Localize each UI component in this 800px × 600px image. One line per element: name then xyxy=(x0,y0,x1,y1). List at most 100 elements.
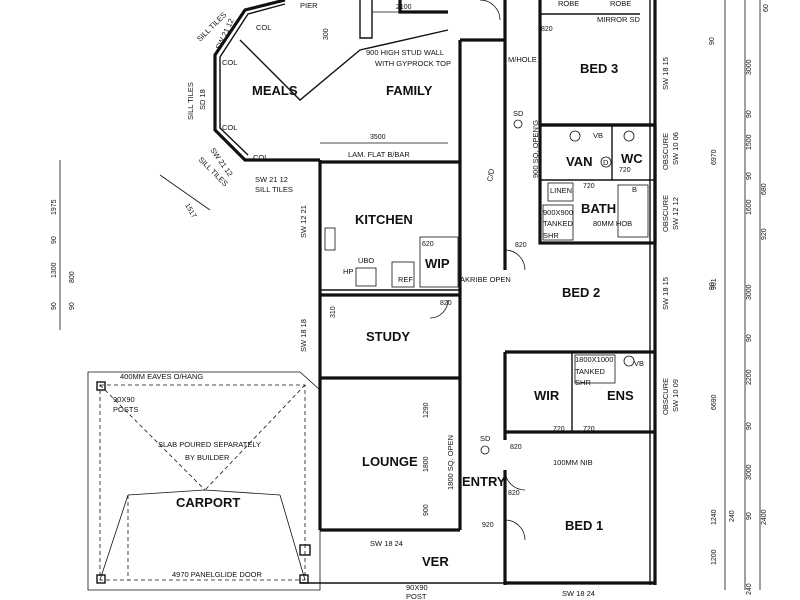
dim-right-920: 920 xyxy=(761,228,768,240)
note-eaves: 400MM EAVES O/HANG xyxy=(120,372,203,381)
note-smoke-1: SD xyxy=(513,109,524,118)
door-swing-2-icon xyxy=(504,469,526,491)
note-col-2: COL xyxy=(222,58,237,67)
dim-left-90-b: 90 xyxy=(51,302,58,310)
dim-720-c: 720 xyxy=(553,426,565,433)
window-obscure-2: OBSCURE xyxy=(661,195,670,232)
pier-block xyxy=(359,0,373,39)
window-sw-10-09: SW 10 09 xyxy=(671,379,680,412)
dim-820-a: 820 xyxy=(541,26,553,33)
window-sw-18-24-bed1: SW 18 24 xyxy=(562,589,595,598)
dim-left-90-c: 90 xyxy=(69,302,76,310)
dim-310: 310 xyxy=(330,306,337,318)
dim-right-3000-c: 3000 xyxy=(746,464,753,480)
dim-820-b: 820 xyxy=(515,242,527,249)
dim-720-b: 720 xyxy=(619,167,631,174)
dim-right-1600: 1600 xyxy=(746,199,753,215)
window-sw-18-24-front: SW 18 24 xyxy=(370,539,403,548)
dim-right-6970: 6970 xyxy=(711,149,718,165)
note-c-d: C/D xyxy=(485,167,496,182)
dim-right-90-e: 90 xyxy=(746,422,753,430)
note-col-3: COL xyxy=(222,123,237,132)
note-posts-2: POSTS xyxy=(113,405,138,414)
window-obscure-3: OBSCURE xyxy=(661,378,670,415)
shower-box xyxy=(542,204,574,241)
dim-right-680: 680 xyxy=(761,183,768,195)
note-lam-flat: LAM. FLAT B/BAR xyxy=(348,150,410,159)
dim-right-1240-a: 1240 xyxy=(711,509,718,525)
dim-right-90-d: 90 xyxy=(746,334,753,342)
note-vb-2: VB xyxy=(634,359,644,368)
note-pier: PIER xyxy=(300,1,318,10)
dim-2100: 2100 xyxy=(396,4,412,11)
room-family: FAMILY xyxy=(386,83,433,98)
dim-720-a: 720 xyxy=(583,183,595,190)
room-meals: MEALS xyxy=(252,83,298,98)
dim-right-90-g: 90 xyxy=(709,282,716,290)
basin-1-icon xyxy=(569,130,581,142)
dim-right-1200: 1200 xyxy=(711,549,718,565)
dimensions: 2100 300 3500 1517 620 820 820 820 820 8… xyxy=(51,4,770,595)
room-wc: WC xyxy=(621,151,643,166)
door-swing-5-icon xyxy=(504,519,526,541)
note-slab-1: SLAB POURED SEPARATELY xyxy=(158,440,261,449)
carport-hip-1 xyxy=(99,384,206,491)
note-stud-wall-1: 900 HIGH STUD WALL xyxy=(366,48,444,57)
note-vb-1: VB xyxy=(593,131,603,140)
meals-bay-inner xyxy=(219,3,286,156)
note-linen: LINEN xyxy=(550,186,572,195)
carport xyxy=(87,371,321,591)
room-bed2: BED 2 xyxy=(562,285,600,300)
note-tanked-3: SHR xyxy=(543,231,559,240)
note-open-sq: 900 SQ. OPEN'G xyxy=(531,120,540,178)
door-swing-1-icon xyxy=(504,249,526,271)
carport-roof-ridge xyxy=(127,489,281,496)
room-van: VAN xyxy=(566,154,592,169)
smoke-detector-1-icon xyxy=(513,119,523,129)
note-akribe-open: AKRIBE OPEN xyxy=(460,275,511,284)
note-panelglide: 4970 PANELGLIDE DOOR xyxy=(172,570,262,579)
room-ens: ENS xyxy=(607,388,634,403)
dim-820-d: 820 xyxy=(510,444,522,451)
note-robe-1: ROBE xyxy=(558,0,579,8)
sink-icon xyxy=(324,227,336,251)
dim-right-1500: 1500 xyxy=(746,134,753,150)
dryer-icon xyxy=(600,156,612,168)
dim-left-1300: 1300 xyxy=(51,262,58,278)
window-sw-10-06: SW 10 06 xyxy=(671,132,680,165)
room-wip: WIP xyxy=(425,256,450,271)
window-sw-18-15-b: SW 18 15 xyxy=(661,277,670,310)
dim-right-90-a: 90 xyxy=(709,37,716,45)
stud-wall xyxy=(239,29,449,101)
carport-post-4 xyxy=(299,544,311,556)
room-ver: VER xyxy=(422,554,449,569)
note-ubo: UBO xyxy=(358,256,374,265)
note-posts-1: 90X90 xyxy=(113,395,135,404)
dim-right-901: 901 xyxy=(711,278,718,290)
note-ens-shr-2: TANKED xyxy=(575,367,605,376)
room-wir: WIR xyxy=(534,388,560,403)
dim-1800: 1800 xyxy=(423,456,430,472)
note-ref: REF xyxy=(398,275,413,284)
note-nib: 100MM NIB xyxy=(553,458,593,467)
door-swing-4-icon xyxy=(479,0,501,21)
carport-diag-1 xyxy=(99,494,129,581)
dim-right-60: 60 xyxy=(763,4,770,12)
note-mirror-sd: MIRROR SD xyxy=(597,15,641,24)
walls xyxy=(213,0,657,585)
note-robe-2: ROBE xyxy=(610,0,631,8)
note-d-mark: D xyxy=(603,158,609,167)
note-stud-wall-2: WITH GYPROCK TOP xyxy=(375,59,451,68)
notes: PIER 900 HIGH STUD WALL WITH GYPROCK TOP… xyxy=(113,0,644,600)
note-sq-open: 1800 SQ. OPEN xyxy=(446,435,455,490)
note-col-4: COL xyxy=(253,153,268,162)
dim-920: 920 xyxy=(482,522,494,529)
dim-left-90-a: 90 xyxy=(51,236,58,244)
dim-900: 900 xyxy=(423,504,430,516)
dimension-lines xyxy=(59,0,761,590)
bath-block xyxy=(538,123,657,245)
dim-right-3000-a: 3000 xyxy=(746,59,753,75)
bath-tub xyxy=(617,184,649,238)
room-bath: BATH xyxy=(581,201,616,216)
